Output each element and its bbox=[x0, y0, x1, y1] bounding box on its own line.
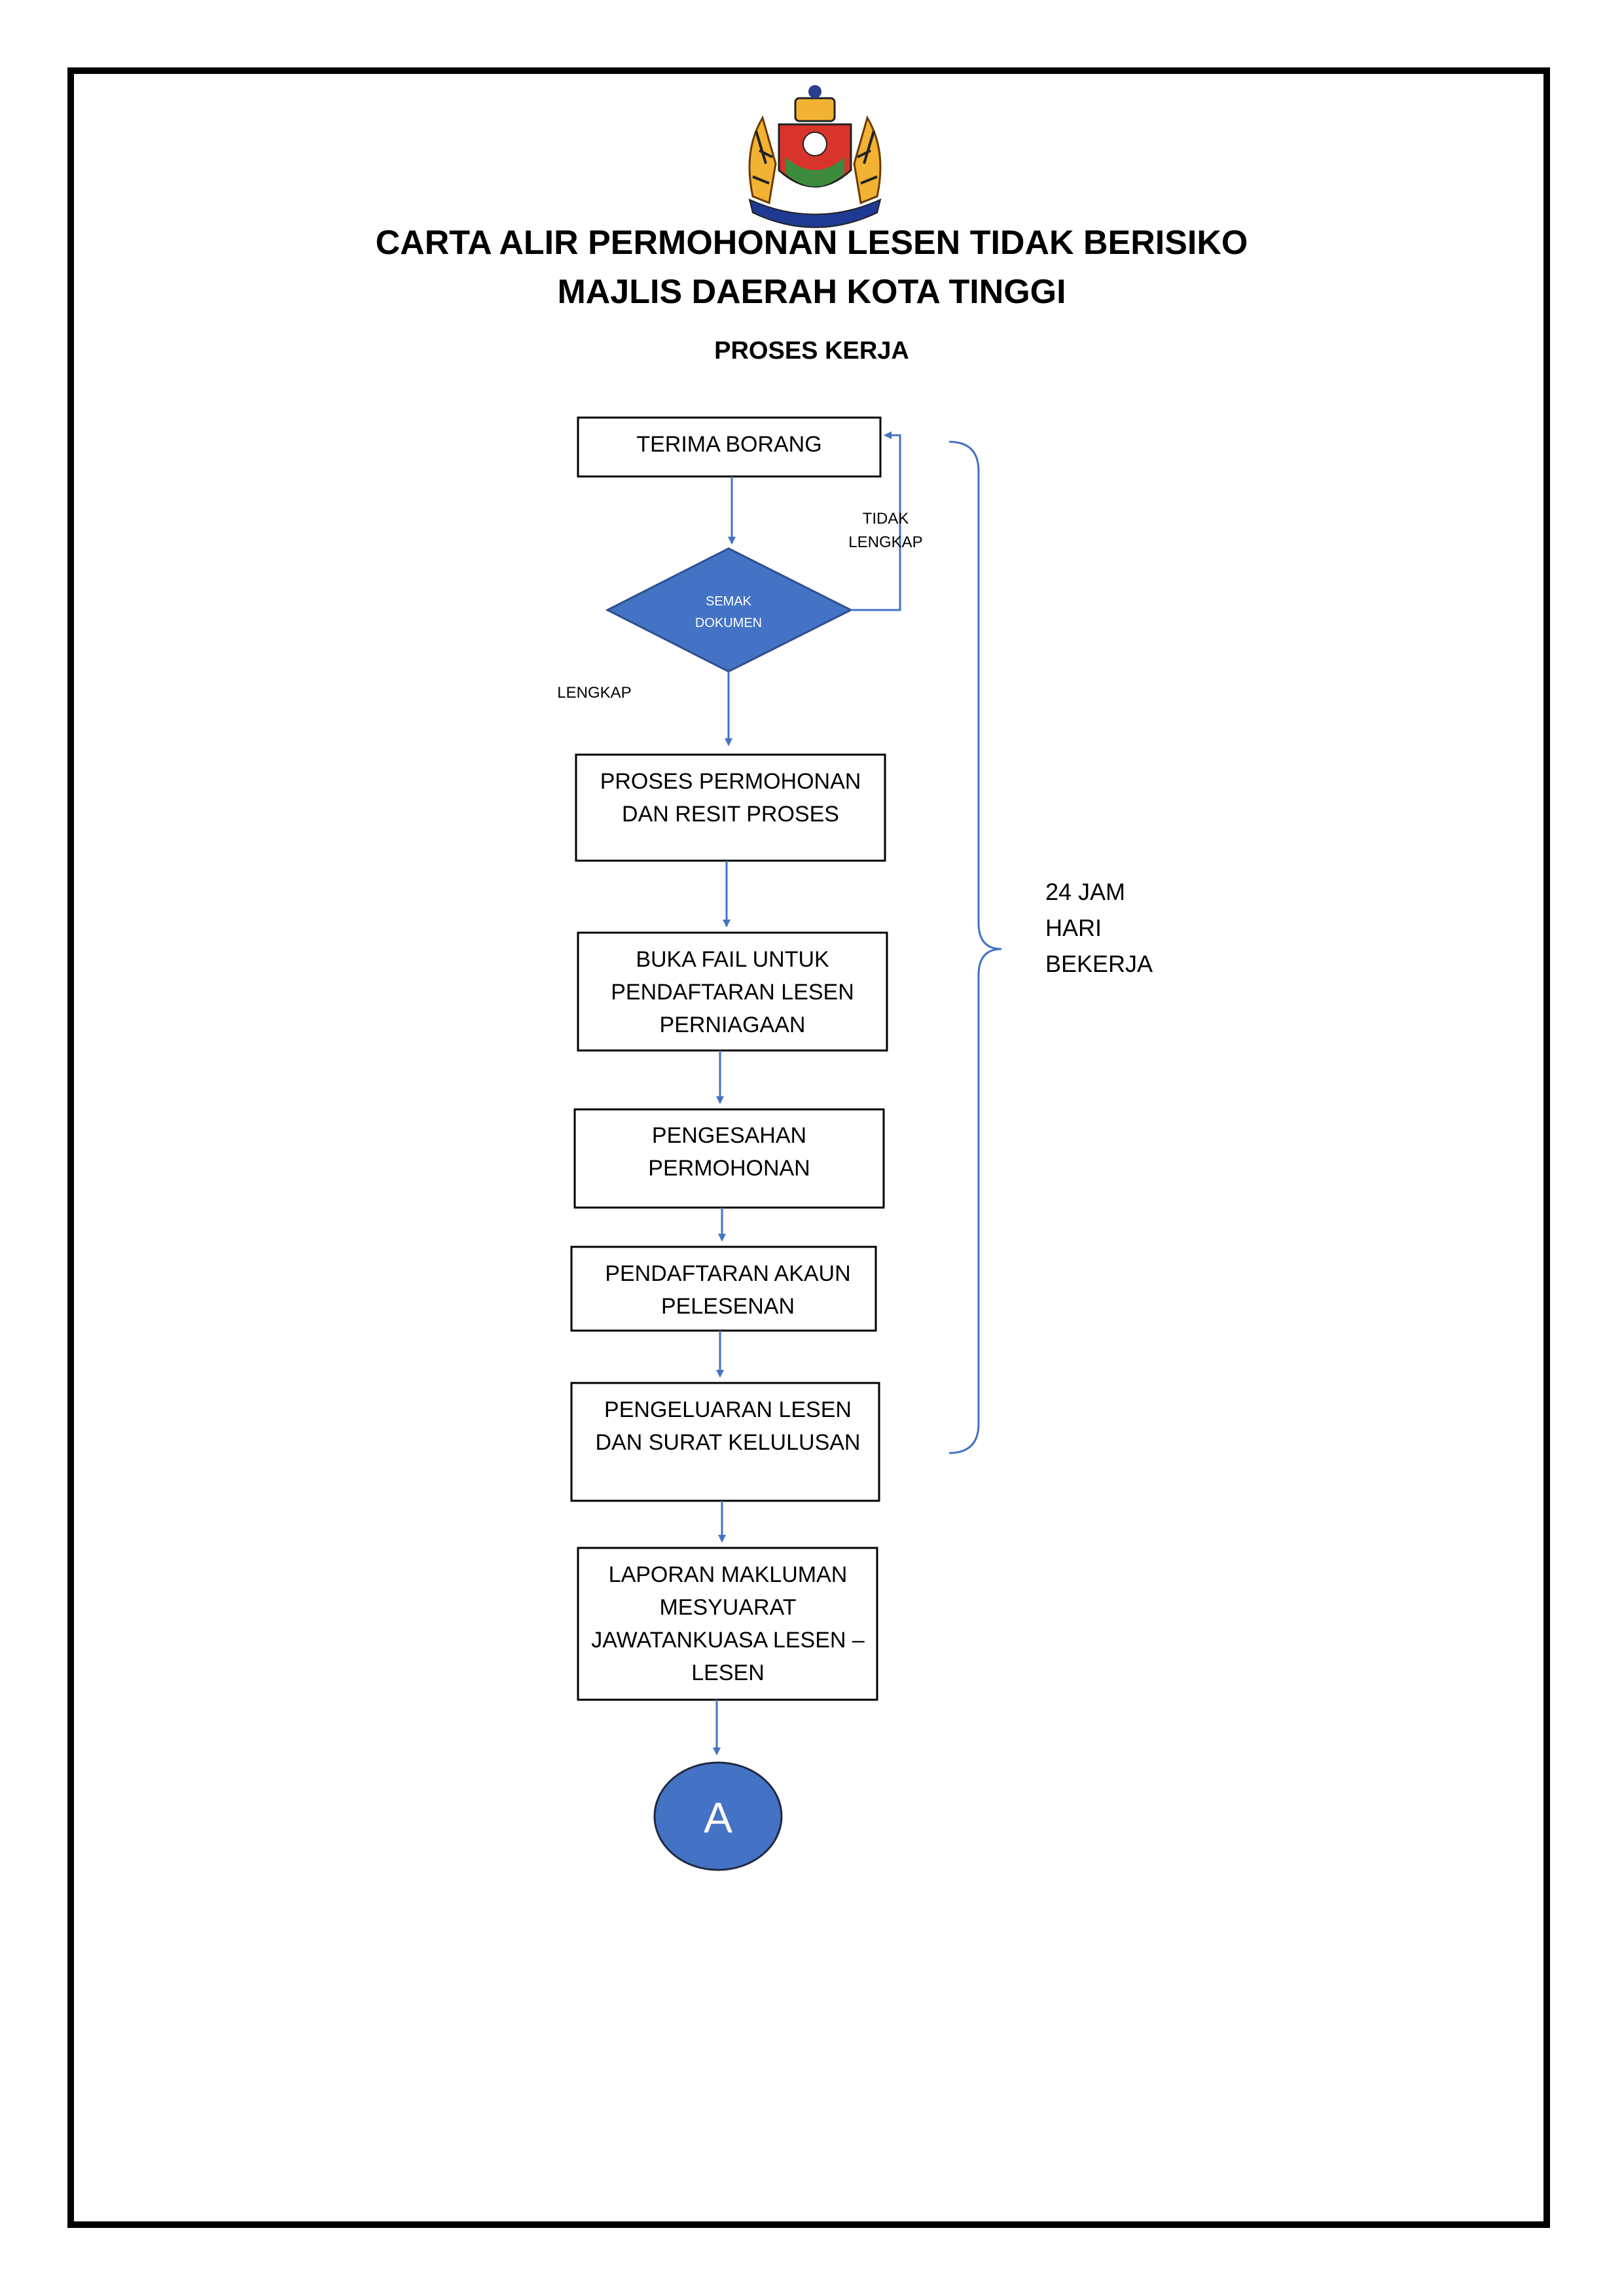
node-pengeluaran-lesen bbox=[570, 1382, 880, 1502]
node-proses-permohonan-line2: DAN RESIT PROSES bbox=[622, 802, 839, 827]
node-buka-fail bbox=[577, 931, 888, 1052]
duration-line2: HARI bbox=[1045, 914, 1102, 941]
node-buka-fail-line1: BUKA FAIL UNTUK bbox=[636, 947, 829, 972]
node-pendaftaran-akaun-line1: PENDAFTARAN AKAUN bbox=[605, 1261, 850, 1286]
node-pendaftaran-akaun bbox=[570, 1246, 877, 1332]
node-proses-permohonan-line1: PROSES PERMOHONAN bbox=[600, 769, 861, 794]
node-proses-permohonan bbox=[575, 753, 886, 862]
node-buka-fail-line2: PENDAFTARAN LESEN bbox=[611, 980, 854, 1005]
page-border bbox=[67, 67, 1550, 2228]
node-semak-dokumen-line2: DOKUMEN bbox=[695, 616, 762, 630]
node-laporan-line2: MESYUARAT bbox=[659, 1595, 796, 1620]
node-laporan-line3: JAWATANKUASA LESEN – bbox=[591, 1628, 865, 1653]
node-pengesahan-line2: PERMOHONAN bbox=[648, 1156, 810, 1181]
node-pengesahan-line1: PENGESAHAN bbox=[652, 1123, 806, 1148]
node-semak-dokumen-line1: SEMAK bbox=[706, 594, 752, 609]
title-line-1: CARTA ALIR PERMOHONAN LESEN TIDAK BERISI… bbox=[376, 224, 1248, 262]
node-laporan-line4: LESEN bbox=[691, 1660, 765, 1685]
label-tidak-lengkap-line1: TIDAK bbox=[863, 510, 909, 528]
title-line-2: MAJLIS DAERAH KOTA TINGGI bbox=[557, 273, 1066, 311]
node-laporan-line1: LAPORAN MAKLUMAN bbox=[609, 1562, 848, 1587]
node-terima-borang-label: TERIMA BORANG bbox=[636, 432, 821, 457]
connector-a-label: A bbox=[704, 1793, 732, 1842]
node-terima-borang bbox=[577, 416, 882, 478]
subtitle-proses-kerja: PROSES KERJA bbox=[714, 337, 909, 365]
node-pendaftaran-akaun-line2: PELESENAN bbox=[661, 1294, 795, 1319]
node-pengeluaran-line2: DAN SURAT KELULUSAN bbox=[596, 1430, 861, 1455]
connector-a bbox=[653, 1761, 783, 1871]
node-semak-dokumen bbox=[605, 547, 854, 673]
duration-line1: 24 JAM bbox=[1045, 878, 1125, 905]
label-lengkap: LENGKAP bbox=[557, 684, 631, 702]
label-tidak-lengkap-line2: LENGKAP bbox=[848, 533, 922, 551]
duration-brace bbox=[948, 440, 1002, 1454]
duration-line3: BEKERJA bbox=[1045, 950, 1153, 977]
node-laporan-makluman bbox=[577, 1547, 878, 1701]
node-pengesahan bbox=[573, 1108, 885, 1209]
arrow-tidak-lengkap-loop bbox=[851, 431, 901, 611]
node-buka-fail-line3: PERNIAGAAN bbox=[660, 1013, 806, 1037]
node-pengeluaran-line1: PENGELUARAN LESEN bbox=[604, 1397, 852, 1422]
crest-logo-icon bbox=[748, 85, 882, 228]
